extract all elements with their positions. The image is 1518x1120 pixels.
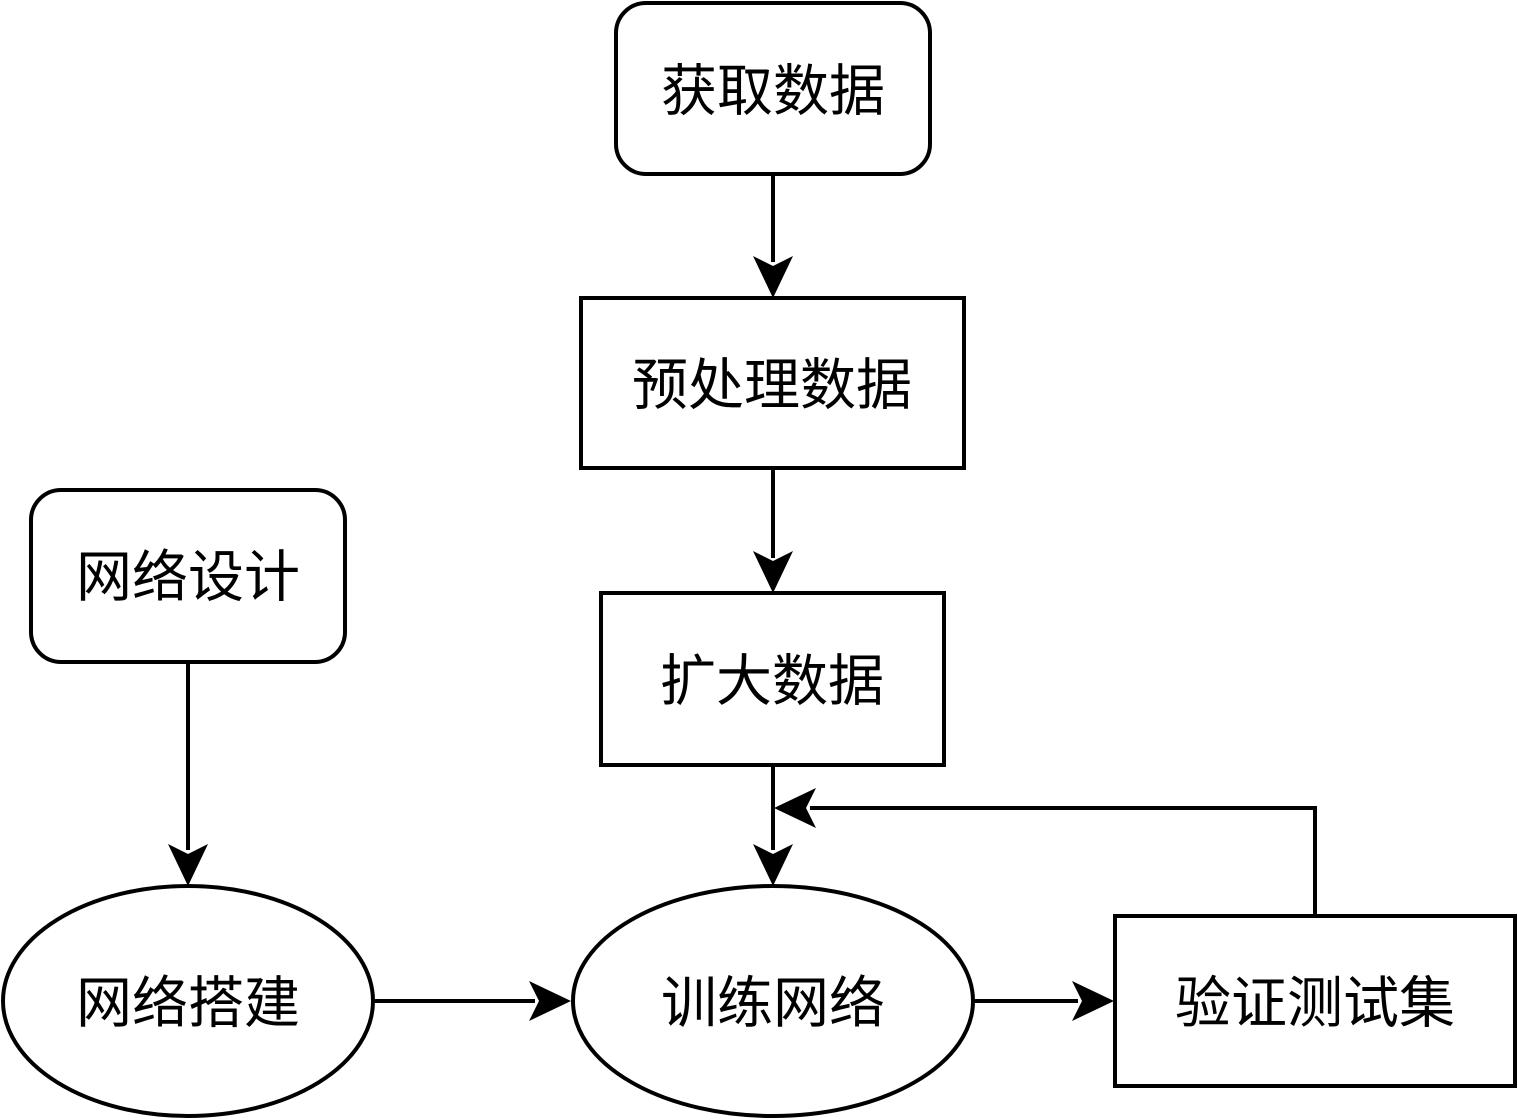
node-train-network-label: 训练网络 bbox=[661, 972, 885, 1037]
node-network-design: 网络设计 bbox=[29, 488, 347, 664]
node-preprocess-data: 预处理数据 bbox=[579, 296, 966, 470]
edge-design-to-build bbox=[168, 662, 208, 886]
node-acquire-data-label: 获取数据 bbox=[661, 60, 885, 125]
edges bbox=[168, 174, 1317, 1021]
edge-build-to-train bbox=[373, 981, 571, 1021]
node-network-design-label: 网络设计 bbox=[76, 546, 300, 611]
edge-preprocess-to-augment bbox=[753, 468, 793, 593]
node-validate-test-set-label: 验证测试集 bbox=[1175, 972, 1455, 1037]
node-preprocess-data-label: 预处理数据 bbox=[632, 354, 912, 419]
node-network-build-label: 网络搭建 bbox=[76, 972, 300, 1037]
node-network-build: 网络搭建 bbox=[1, 884, 375, 1118]
edge-train-to-validate bbox=[973, 981, 1114, 1021]
edge-acquire-to-preprocess bbox=[753, 174, 793, 298]
edge-augment-to-train bbox=[753, 765, 793, 886]
edge-validate-to-train-feedback bbox=[774, 788, 1317, 916]
node-acquire-data: 获取数据 bbox=[614, 1, 932, 176]
node-augment-data: 扩大数据 bbox=[599, 591, 946, 767]
node-validate-test-set: 验证测试集 bbox=[1113, 914, 1517, 1088]
node-augment-data-label: 扩大数据 bbox=[660, 650, 884, 715]
node-train-network: 训练网络 bbox=[571, 884, 975, 1118]
